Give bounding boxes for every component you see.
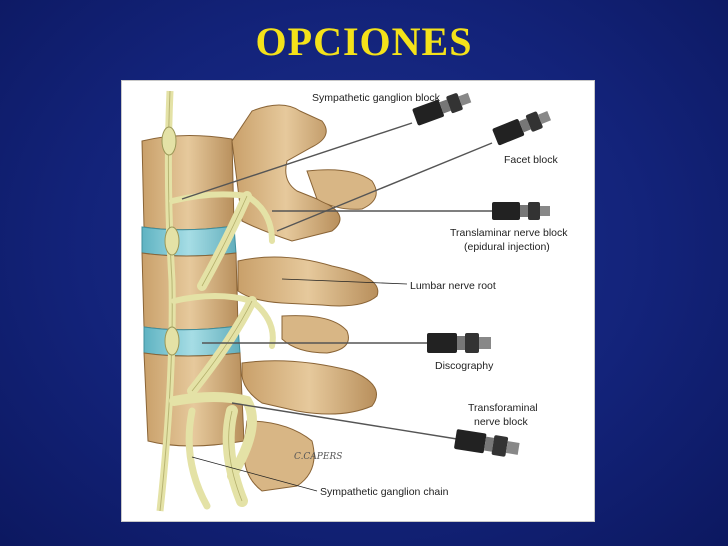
slide-title: OPCIONES [255,19,473,64]
needle-facet-block [276,110,552,232]
label-transforaminal-line1: Transforaminal [468,402,538,414]
needle-translaminar [272,202,550,220]
vertebral-body-middle [141,252,239,331]
label-sympathetic-ganglion-block: Sympathetic ganglion block [312,92,441,104]
needle-sympathetic-ganglion-block [181,92,472,200]
vertebral-body-upper [141,134,235,231]
label-facet-block: Facet block [504,154,558,166]
label-lumbar-nerve-root: Lumbar nerve root [410,280,496,292]
label-translaminar-line2: (epidural injection) [464,241,550,253]
sympathetic-chain [156,90,180,512]
transverse-process-middle [237,256,379,307]
sacral-process [243,420,315,492]
leader-lines [191,278,408,492]
spine-illustration: Sympathetic ganglion block Facet block T… [141,90,568,512]
spinous-process-upper [306,169,377,210]
spine-illustration-frame: Sympathetic ganglion block Facet block T… [121,80,595,522]
label-sympathetic-ganglion-chain: Sympathetic ganglion chain [320,486,449,498]
label-discography: Discography [435,360,494,372]
needle-discography [202,333,491,353]
transverse-process-lower [241,360,377,415]
artist-signature: C.CAPERS [294,452,342,462]
label-transforaminal-line2: nerve block [474,416,528,428]
needle-transforaminal [231,402,520,457]
posterior-elements [231,104,379,492]
label-translaminar-line1: Translaminar nerve block [450,227,568,239]
spinous-process-middle [281,315,349,354]
